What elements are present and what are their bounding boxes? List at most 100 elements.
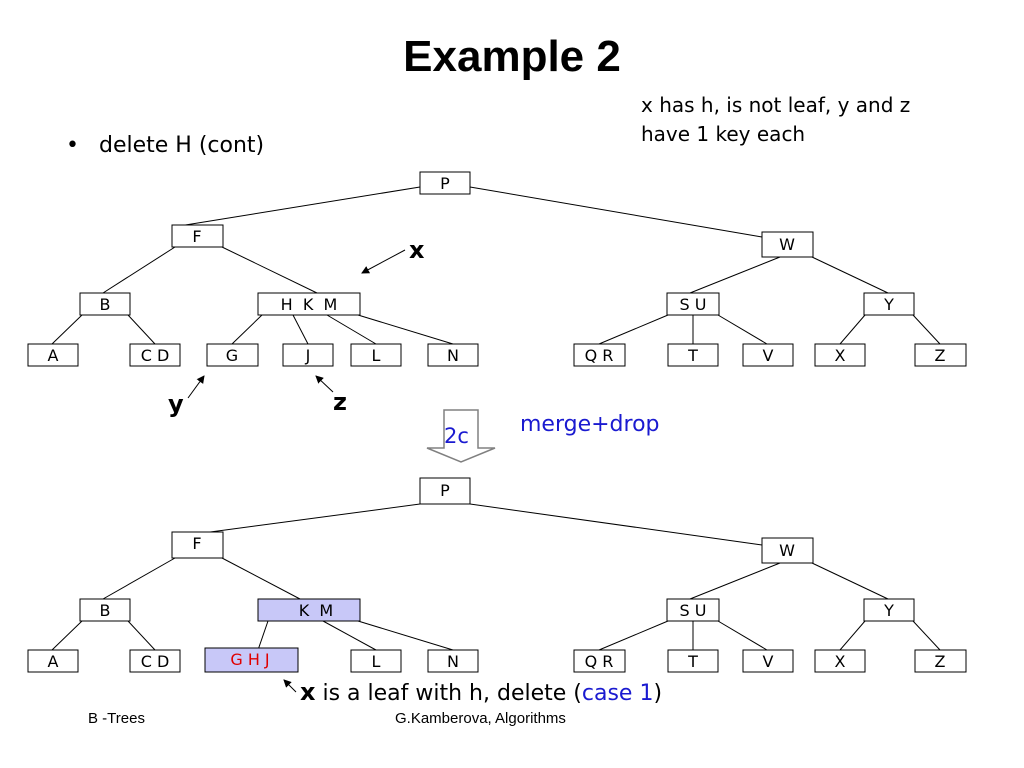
- edge: [839, 620, 866, 651]
- leaf-z-label: Z: [935, 652, 946, 671]
- leaf-x-label: X: [835, 346, 846, 365]
- leaf-ghj-label: G H J: [230, 650, 269, 669]
- node-root-label: P: [440, 174, 450, 193]
- node-km: [257, 598, 361, 622]
- leaf-cd: [129, 343, 181, 367]
- leaf-note-text: is a leaf with h, delete (: [315, 681, 582, 706]
- leaf-l: [350, 343, 402, 367]
- node-f: [171, 531, 224, 559]
- leaf-t-label: T: [687, 346, 698, 365]
- leaf-a-label: A: [48, 652, 59, 671]
- edge: [811, 256, 889, 294]
- bullet-item: • delete H (cont): [66, 133, 264, 158]
- condition-note-line2: have 1 key each: [641, 122, 806, 146]
- node-f-label: F: [192, 227, 201, 246]
- node-b-label: B: [100, 295, 111, 314]
- x-pointer-arrow: [361, 249, 406, 274]
- edge: [469, 503, 763, 546]
- leaf-t: [667, 649, 719, 673]
- condition-note: x has h, is not leaf, y and z have 1 key…: [641, 91, 910, 149]
- node-su-label: S U: [680, 295, 707, 314]
- node-y: [863, 292, 915, 316]
- leaf-cd: [129, 649, 181, 673]
- node-w-label: W: [779, 541, 795, 560]
- edge: [357, 314, 454, 345]
- transition-arrow: [426, 409, 496, 463]
- label-x: x: [409, 236, 425, 264]
- edge: [51, 314, 83, 345]
- edge: [127, 314, 156, 345]
- slide-title: Example 2: [403, 32, 621, 81]
- edge: [172, 186, 421, 228]
- bullet-dot: •: [66, 133, 79, 158]
- leaf-v: [742, 649, 794, 673]
- leaf-note-case: case 1: [581, 681, 654, 706]
- leaf-a-label: A: [48, 346, 59, 365]
- leaf-note-x: x: [300, 678, 316, 706]
- node-root: [419, 171, 471, 195]
- leaf-qr-label: Q R: [585, 652, 614, 671]
- edge: [912, 314, 941, 345]
- edge: [717, 314, 768, 345]
- case-label: 2c: [444, 424, 469, 448]
- edge: [689, 256, 781, 294]
- leaf-qr: [573, 343, 626, 367]
- edge: [689, 562, 781, 600]
- edge: [102, 557, 176, 600]
- edge: [221, 246, 318, 294]
- node-hkm-label: H K M: [281, 295, 338, 314]
- leaf-j-label: J: [305, 346, 311, 365]
- leaf-x: [814, 343, 866, 367]
- leaf-cd-label: C D: [141, 652, 170, 671]
- node-y-label: Y: [883, 295, 894, 314]
- leaf-n: [427, 343, 479, 367]
- leaf-qr-label: Q R: [585, 346, 614, 365]
- node-w: [761, 537, 814, 564]
- node-su-label: S U: [680, 601, 707, 620]
- y-pointer-arrow: [187, 375, 205, 399]
- edge: [326, 314, 377, 345]
- node-hkm: [257, 292, 361, 316]
- leaf-v: [742, 343, 794, 367]
- leaf-v-label: V: [763, 346, 774, 365]
- edge: [717, 620, 768, 651]
- bullet-text: delete H (cont): [98, 133, 265, 158]
- leaf-l: [350, 649, 402, 673]
- footer-topic: B -Trees: [88, 710, 145, 727]
- label-z: z: [333, 388, 347, 416]
- leaf-n-label: N: [447, 346, 459, 365]
- leaf-n: [427, 649, 479, 673]
- node-b-label: B: [100, 601, 111, 620]
- node-su: [666, 598, 720, 622]
- z-pointer-arrow: [315, 375, 334, 393]
- leaf-n-label: N: [447, 652, 459, 671]
- edge: [127, 620, 156, 651]
- node-km-label: K M: [299, 601, 333, 620]
- leaf-z-label: Z: [935, 346, 946, 365]
- leaf-v-label: V: [763, 652, 774, 671]
- condition-note-line1: x has h, is not leaf, y and z: [641, 93, 911, 117]
- leaf-x: [814, 649, 866, 673]
- label-y: y: [168, 390, 184, 418]
- leaf-g: [206, 343, 259, 367]
- leaf-x-label: X: [835, 652, 846, 671]
- operation-label: merge+drop: [520, 412, 660, 437]
- leaf-a: [27, 649, 79, 673]
- edge: [598, 314, 669, 345]
- edge: [912, 620, 941, 651]
- node-b: [79, 598, 131, 622]
- edge: [839, 314, 866, 345]
- leaf-t-label: T: [687, 652, 698, 671]
- edge: [598, 620, 669, 651]
- edge: [221, 557, 301, 600]
- footer-author: G.Kamberova, Algorithms: [395, 710, 566, 727]
- leaf-z: [914, 649, 967, 673]
- node-y-label: Y: [883, 601, 894, 620]
- edge: [231, 314, 263, 345]
- leaf-j: [282, 343, 334, 367]
- leaf-cd-label: C D: [141, 346, 170, 365]
- top-tree: [27, 171, 967, 399]
- leaf-z: [914, 343, 967, 367]
- edge: [811, 562, 889, 600]
